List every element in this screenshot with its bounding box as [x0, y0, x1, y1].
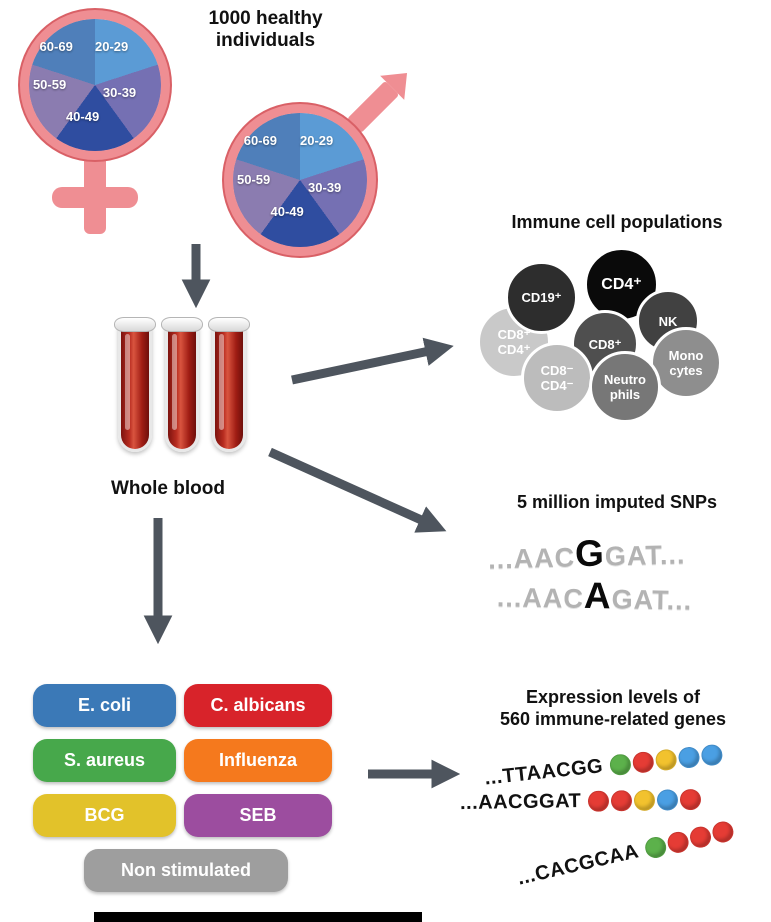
blue-bead [677, 745, 701, 770]
age-label-20-29: 20-29 [95, 38, 129, 54]
snp-sequence-2: ...AACAGAT... [497, 573, 693, 618]
expression-title: Expression levels of 560 immune-related … [499, 687, 727, 729]
expression-row-3: ...CACGCAA [515, 818, 736, 890]
female-age-pie: 20-29 30-39 40-49 50-59 60-69 [29, 19, 161, 151]
cell-neutrophils: Neutro phils [589, 351, 661, 423]
age-label-40-49: 40-49 [65, 108, 100, 124]
yellow-bead [634, 789, 656, 812]
red-bead [588, 790, 610, 812]
probe-beads [607, 743, 724, 777]
red-bead [611, 790, 633, 812]
cell-cd8neg-cd4neg: CD8⁻ CD4⁻ [521, 342, 593, 414]
age-label-30-39: 30-39 [102, 85, 137, 100]
snp-seq-pre: ...AAC [487, 542, 576, 575]
blue-bead [700, 743, 724, 767]
gene-sequence: ...TTAACGG [483, 755, 605, 790]
male-symbol-arrow [346, 80, 400, 134]
age-label-30-39: 30-39 [308, 180, 342, 195]
probe-beads [586, 788, 702, 812]
age-label-60-69: 60-69 [243, 133, 277, 149]
whole-blood-label: Whole blood [111, 478, 225, 499]
cohort-title: 1000 healthy individuals [208, 8, 323, 51]
red-bead [631, 750, 655, 774]
male-symbol-ring: 20-29 30-39 40-49 50-59 60-69 [224, 104, 376, 256]
snp-seq-post: GAT... [604, 539, 686, 572]
blue-bead [657, 789, 679, 811]
gene-sequence: ...AACGGAT [459, 789, 582, 815]
stimulus-e-coli: E. coli [33, 684, 176, 727]
snp-variant-letter: A [583, 574, 613, 617]
age-label-20-29: 20-29 [300, 133, 334, 149]
blood-tubes [114, 317, 250, 452]
green-bead [643, 834, 669, 861]
probe-beads [641, 819, 736, 861]
age-label-50-59: 50-59 [237, 171, 271, 187]
stimulus-s-aureus: S. aureus [33, 739, 176, 782]
stimulus-bcg: BCG [33, 794, 176, 837]
green-bead [608, 753, 633, 777]
expression-row-2: ...AACGGAT [460, 788, 702, 815]
snp-sequence-1: ...AACGGAT... [487, 530, 686, 577]
snp-variant-letter: G [574, 532, 606, 575]
snp-seq-pre: ...AAC [496, 582, 585, 614]
stimulus-c-albicans: C. albicans [184, 684, 332, 727]
snps-title: 5 million imputed SNPs [516, 492, 718, 512]
blood-tube [114, 317, 156, 452]
blood-tube [208, 317, 250, 452]
bottom-crop-bar [94, 912, 422, 922]
cell-cd19: CD19⁺ [505, 261, 578, 334]
age-label-50-59: 50-59 [32, 77, 67, 93]
stimulus-seb: SEB [184, 794, 332, 837]
snp-seq-post: GAT... [611, 584, 693, 616]
age-label-60-69: 60-69 [39, 38, 73, 54]
female-symbol-crossbar [52, 187, 138, 208]
female-symbol-ring: 20-29 30-39 40-49 50-59 60-69 [20, 10, 170, 160]
male-age-pie: 20-29 30-39 40-49 50-59 60-69 [233, 113, 367, 247]
immune-populations-title: Immune cell populations [511, 212, 723, 232]
age-label-40-49: 40-49 [270, 204, 304, 220]
expression-row-1: ...TTAACGG [483, 743, 724, 791]
blood-tube [161, 317, 203, 452]
arrow-blood-to-snps [268, 447, 447, 533]
red-bead [665, 829, 691, 855]
red-bead [687, 824, 714, 850]
arrow-blood-to-immune-cells [291, 337, 454, 385]
red-bead [680, 788, 702, 811]
red-bead [710, 819, 736, 845]
stimulus-influenza: Influenza [184, 739, 332, 782]
yellow-bead [654, 748, 678, 772]
gene-sequence: ...CACGCAA [515, 840, 641, 890]
stimulus-non-stimulated: Non stimulated [84, 849, 288, 892]
